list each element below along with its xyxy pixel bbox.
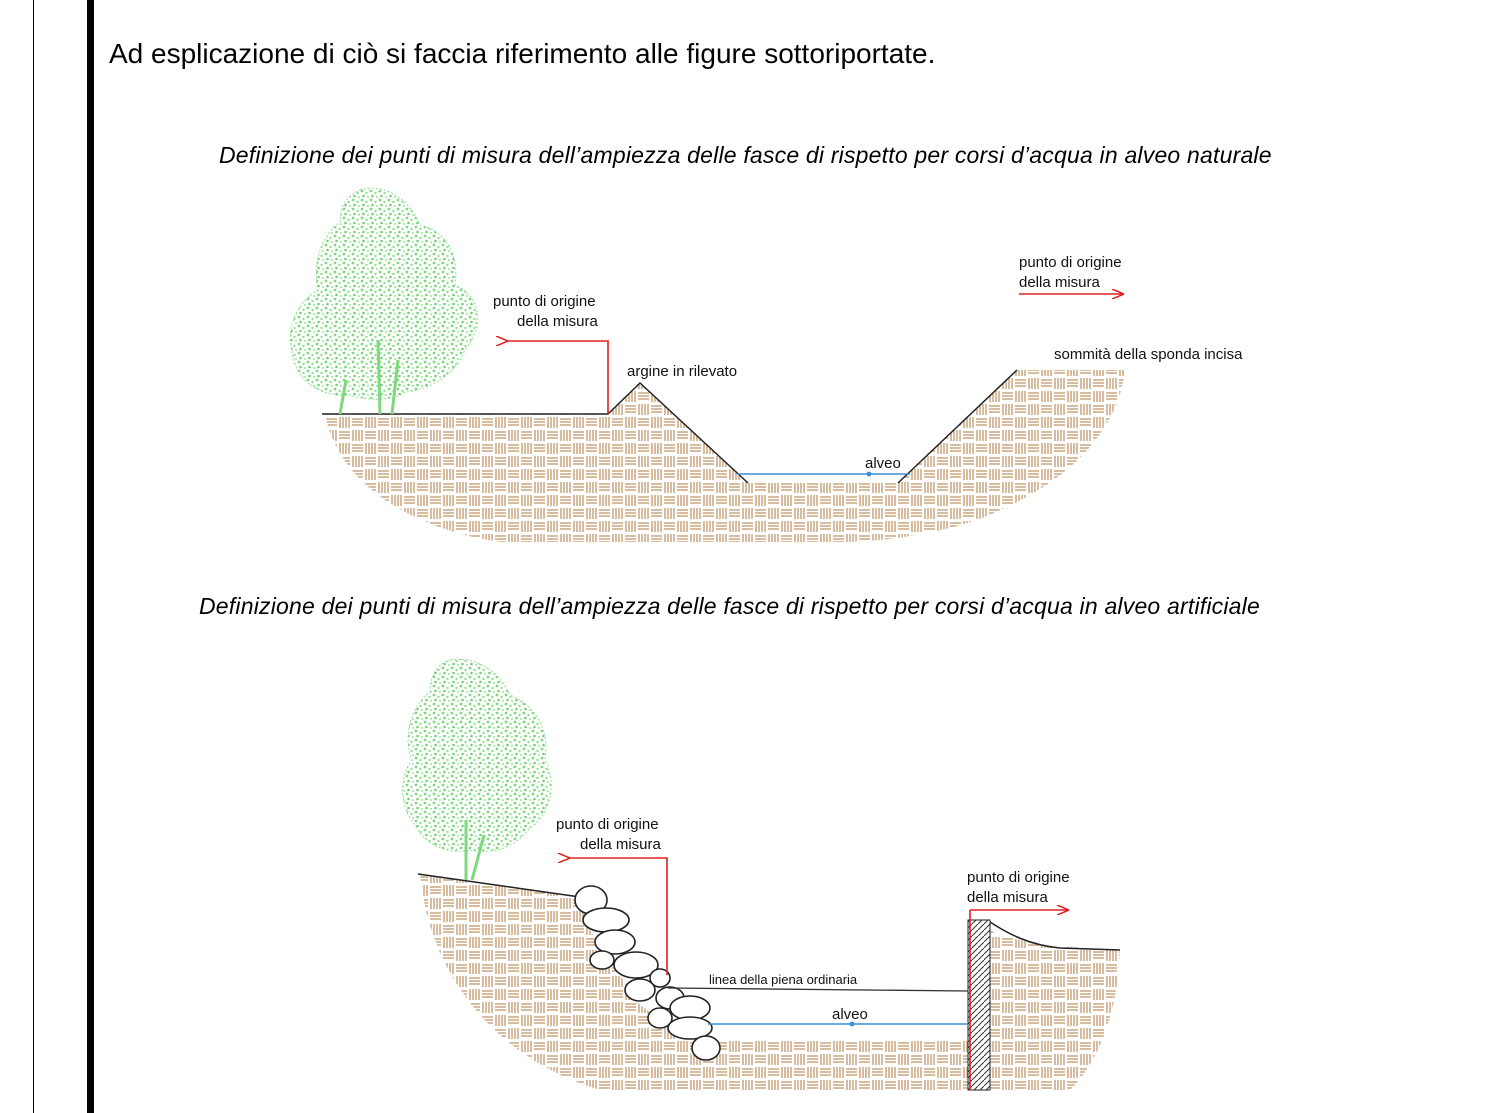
label-embankment: argine in rilevato — [627, 363, 737, 380]
label-origin-left-line2: della misura — [517, 313, 599, 330]
label-origin-right-line2-2: della misura — [967, 889, 1049, 906]
flood-line — [667, 987, 969, 992]
soil-section-artificial — [420, 874, 1120, 1090]
label-origin-right-line2: della misura — [1019, 274, 1101, 291]
retaining-wall — [967, 919, 991, 1091]
label-origin-right-line1: punto di origine — [1019, 254, 1122, 271]
figure-artificial-caption: Definizione dei punti di misura dell’amp… — [199, 593, 1260, 619]
ground-profile-artificial-right — [989, 921, 1121, 951]
ground-profile-natural — [322, 369, 1018, 484]
label-bank-top: sommità della sponda incisa — [1054, 346, 1243, 363]
water-marker-artificial — [849, 1021, 855, 1027]
figure-natural: punto di origine della misura argine in … — [289, 187, 1243, 542]
page-edge-line — [33, 0, 34, 1113]
label-origin-left-line2-2: della misura — [580, 836, 662, 853]
tree-icon — [289, 187, 478, 415]
water-marker-natural — [866, 471, 872, 477]
label-origin-left-line1: punto di origine — [493, 293, 596, 310]
label-origin-left-line1-2: punto di origine — [556, 816, 659, 833]
intro-paragraph: Ad esplicazione di ciò si faccia riferim… — [109, 38, 936, 69]
soil-section-natural — [325, 370, 1125, 542]
riprap-stones — [574, 885, 721, 1061]
figure-natural-caption: Definizione dei punti di misura dell’amp… — [219, 142, 1272, 168]
label-riverbed-artificial: alveo — [832, 1006, 868, 1023]
ground-profile-artificial-left — [417, 873, 581, 898]
label-riverbed-natural: alveo — [865, 455, 901, 472]
margin-bar — [87, 0, 94, 1113]
tree-icon-2 — [402, 658, 552, 881]
origin-marker-left-2 — [569, 858, 668, 975]
label-flood-line: linea della piena ordinaria — [709, 972, 858, 987]
origin-marker-left — [507, 341, 609, 414]
figure-artificial: punto di origine della misura punto di o… — [402, 658, 1121, 1091]
label-origin-right-line1-2: punto di origine — [967, 869, 1070, 886]
